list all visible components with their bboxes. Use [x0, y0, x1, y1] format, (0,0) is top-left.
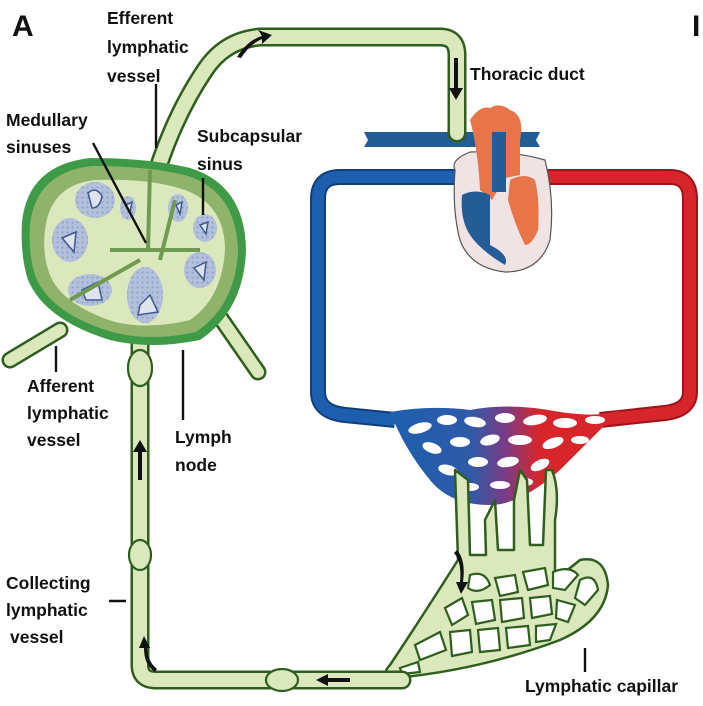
label-afferent-1: Afferent	[27, 376, 94, 396]
flow-arrow-corner	[139, 636, 157, 672]
label-collecting-2: lymphatic	[6, 600, 88, 620]
label-efferent-1: Efferent	[107, 8, 173, 28]
flow-arrows	[133, 30, 468, 686]
label-thoracic-duct: Thoracic duct	[470, 64, 585, 84]
label-medullary-1: Medullary	[6, 110, 88, 130]
label-efferent-3: vessel	[107, 66, 161, 86]
artery	[540, 169, 698, 428]
leader-lines	[54, 84, 587, 672]
lymphatic-capillary-network	[384, 468, 610, 680]
label-medullary-2: sinuses	[6, 137, 71, 157]
flow-arrow-capillary	[454, 550, 468, 594]
label-afferent-2: lymphatic	[27, 403, 109, 423]
vein	[310, 169, 470, 428]
label-subcapsular-2: sinus	[197, 154, 243, 174]
panel-label-next: I	[692, 10, 700, 43]
flow-arrow-collecting-up	[133, 440, 147, 480]
labels: Efferent lymphatic vessel Medullary sinu…	[6, 8, 678, 696]
panel-label-a: A	[12, 10, 34, 43]
blood-capillary-bed	[390, 406, 620, 505]
label-lymph-node-1: Lymph	[175, 427, 232, 447]
label-collecting-3: vessel	[10, 627, 64, 647]
flow-arrow-bottom	[316, 674, 350, 686]
lymph-node	[21, 158, 246, 345]
lymphatic-vessels	[1, 27, 467, 693]
flow-arrow-thoracic	[449, 58, 463, 100]
label-afferent-3: vessel	[27, 430, 81, 450]
label-efferent-2: lymphatic	[107, 37, 189, 57]
heart	[453, 105, 553, 273]
label-lymph-node-2: node	[175, 455, 217, 475]
label-subcapsular-1: Subcapsular	[197, 126, 302, 146]
label-collecting-1: Collecting	[6, 573, 91, 593]
label-lymphatic-capillary: Lymphatic capillar	[525, 676, 678, 696]
flow-arrow-efferent	[237, 30, 272, 58]
